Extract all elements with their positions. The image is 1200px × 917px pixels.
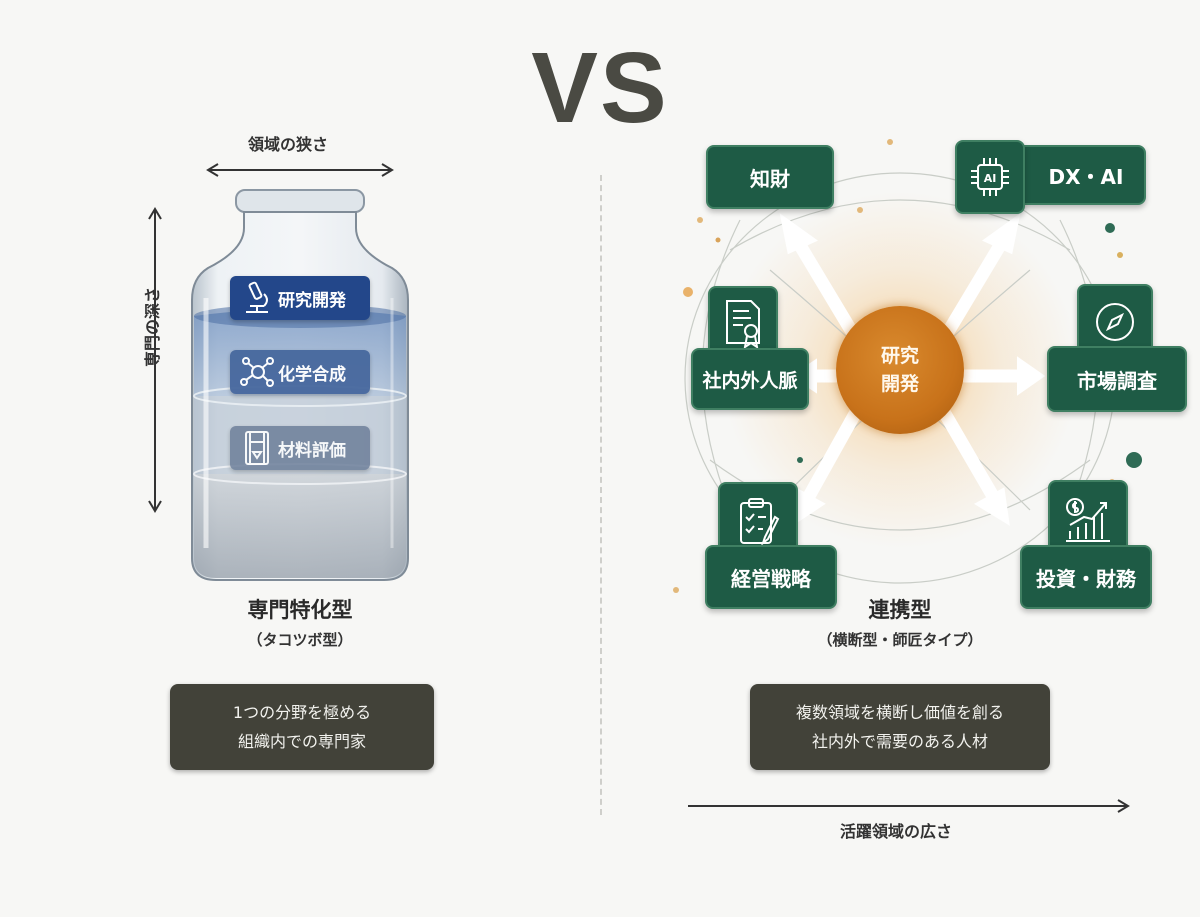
breadth-label: 活躍領域の広さ xyxy=(840,822,953,841)
glass-jar: 研究開発 化学合成 材料評価 xyxy=(188,188,412,584)
arrow-head xyxy=(982,213,1021,255)
arrow-head xyxy=(974,487,1010,526)
node-ip-label: 知財 xyxy=(750,166,790,191)
jar-layer-research: 研究開発 xyxy=(230,276,370,320)
jar-layer-label: 材料評価 xyxy=(278,440,346,461)
arrow-to-ip xyxy=(791,235,865,349)
right-description-box: 複数領域を横断し価値を創る 社内外で需要のある人材 xyxy=(750,684,1050,770)
compass-icon xyxy=(1096,303,1134,341)
right-description-line1: 複数領域を横断し価値を創る xyxy=(795,703,1004,722)
center-line2: 開発 xyxy=(880,373,919,395)
width-arrow xyxy=(206,163,394,177)
dx-ai-icon-box: AI xyxy=(955,140,1025,214)
arrow-to-dx-ai xyxy=(935,235,1009,349)
clipboard-icon xyxy=(740,498,780,546)
molecule-icon xyxy=(240,357,274,387)
left-description-box: 1つの分野を極める 組織内での専門家 xyxy=(170,684,434,770)
node-dx-ai-label: DX・AI xyxy=(1048,164,1124,189)
jar-layer-evaluation: 材料評価 xyxy=(230,426,370,470)
arrow-head xyxy=(1017,356,1046,396)
center-line1: 研究 xyxy=(880,345,919,367)
certificate-icon xyxy=(726,300,760,349)
node-market: 市場調査 xyxy=(1047,346,1187,412)
microscope-icon xyxy=(246,281,268,313)
node-ip: 知財 xyxy=(706,145,834,209)
growth-chart-icon xyxy=(1066,498,1110,542)
node-dx-ai: DX・AI xyxy=(1006,145,1146,205)
left-type-title: 専門特化型 xyxy=(247,598,353,622)
arrow-head xyxy=(779,213,818,255)
breadth-arrow xyxy=(688,799,1130,813)
node-finance: 投資・財務 xyxy=(1020,545,1152,609)
jar-layer-synthesis: 化学合成 xyxy=(230,350,370,394)
left-type-subtitle: （タコツボ型） xyxy=(247,631,353,649)
ai-chip-text: AI xyxy=(984,172,997,185)
node-market-label: 市場調査 xyxy=(1077,368,1157,393)
arrow-to-finance xyxy=(937,405,1001,505)
testing-machine-icon xyxy=(245,431,269,465)
depth-arrow xyxy=(148,207,162,513)
connection-diagram xyxy=(673,139,1142,593)
right-description-line2: 社内外で需要のある人材 xyxy=(811,732,988,751)
right-type-subtitle: （横断型・師匠タイプ） xyxy=(817,631,983,649)
right-type-title: 連携型 xyxy=(868,598,932,622)
vs-title: VS xyxy=(531,32,669,144)
center-research-node: 研究 開発 xyxy=(836,306,964,434)
node-network-label: 社内外人脈 xyxy=(702,369,798,392)
network-icon-box xyxy=(708,286,778,360)
jar-layer-label: 化学合成 xyxy=(278,364,346,385)
ai-chip-icon: AI xyxy=(971,158,1009,196)
arrow-to-strategy xyxy=(801,405,863,505)
jar-layer-label: 研究開発 xyxy=(278,290,346,311)
left-description-line1: 1つの分野を極める xyxy=(232,703,372,722)
node-strategy: 経営戦略 xyxy=(705,545,837,609)
left-description-line2: 組織内での専門家 xyxy=(237,732,366,751)
center-divider xyxy=(600,175,602,815)
node-strategy-label: 経営戦略 xyxy=(731,566,811,591)
width-label: 領域の狭さ xyxy=(248,135,329,154)
node-network: 社内外人脈 xyxy=(691,348,809,410)
node-finance-label: 投資・財務 xyxy=(1036,566,1136,591)
radiating-arrows xyxy=(779,213,1046,526)
